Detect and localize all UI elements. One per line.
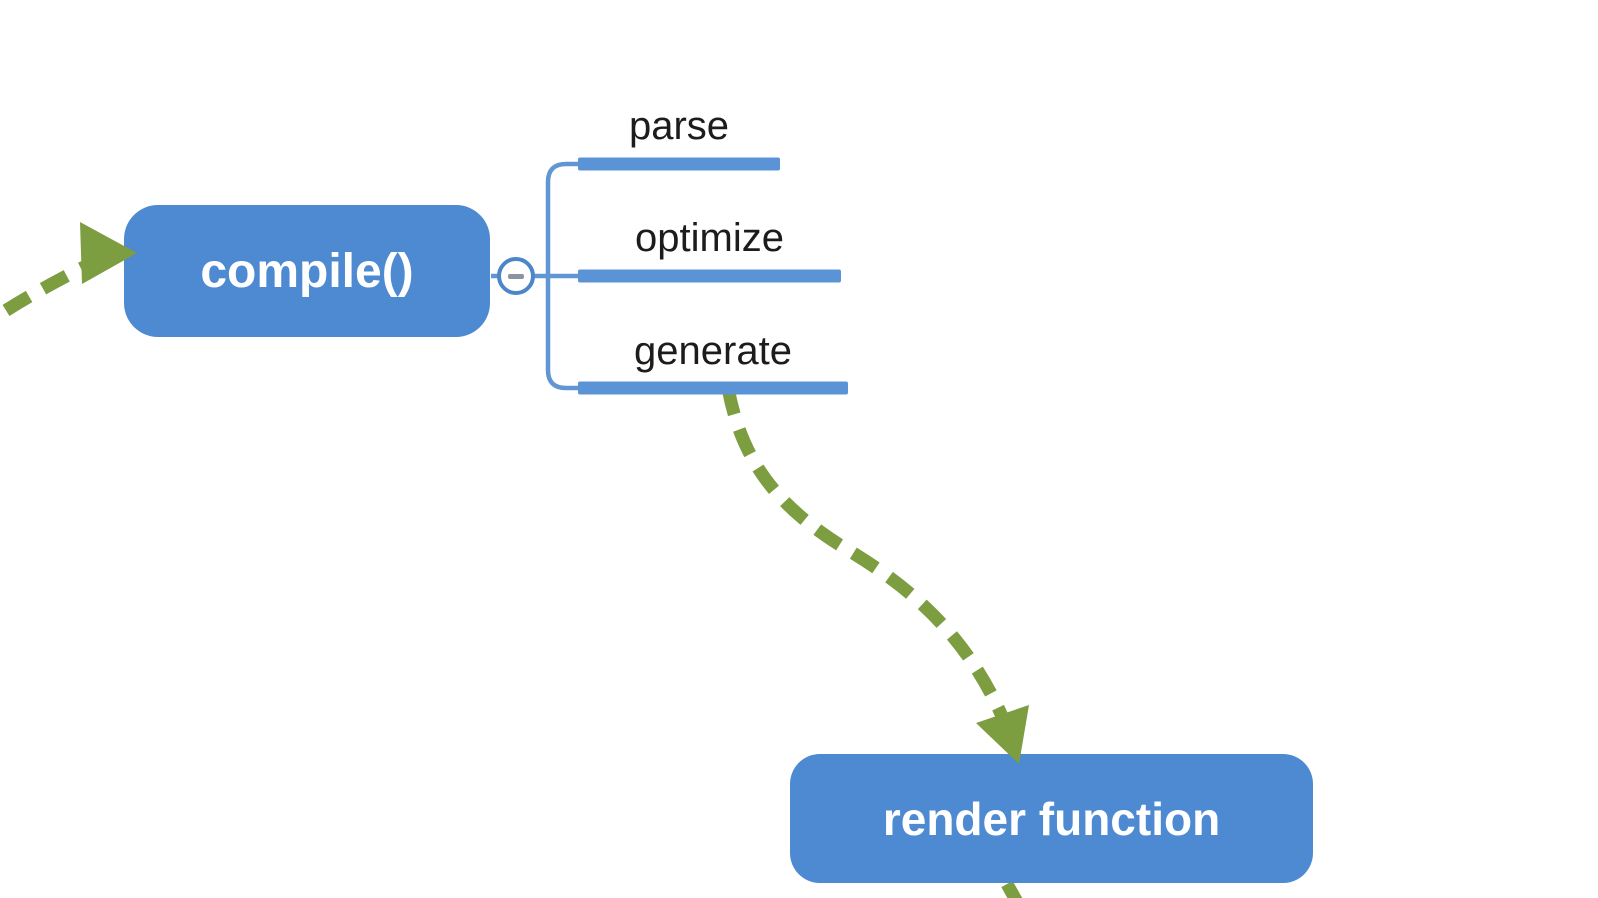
branch-underline-parse: [578, 157, 780, 171]
node-render-function[interactable]: render function: [790, 754, 1313, 883]
expander-button[interactable]: [497, 257, 535, 295]
render-outgoing-dash: [1001, 880, 1023, 898]
branch-node-parse[interactable]: parse: [628, 104, 730, 148]
branch-underline-generate: [578, 381, 848, 395]
node-compile-label: compile(): [200, 244, 414, 298]
branch-underline-optimize: [578, 269, 841, 283]
branch-node-optimize[interactable]: optimize: [635, 216, 784, 260]
node-compile[interactable]: compile(): [124, 205, 490, 337]
generate-to-render-curve: [721, 386, 1015, 733]
branch-node-generate[interactable]: generate: [634, 329, 792, 373]
branch-bracket: [545, 161, 578, 391]
incoming-arrow-curve: [0, 260, 89, 322]
node-render-function-label: render function: [882, 792, 1221, 845]
minus-icon: [508, 273, 524, 279]
